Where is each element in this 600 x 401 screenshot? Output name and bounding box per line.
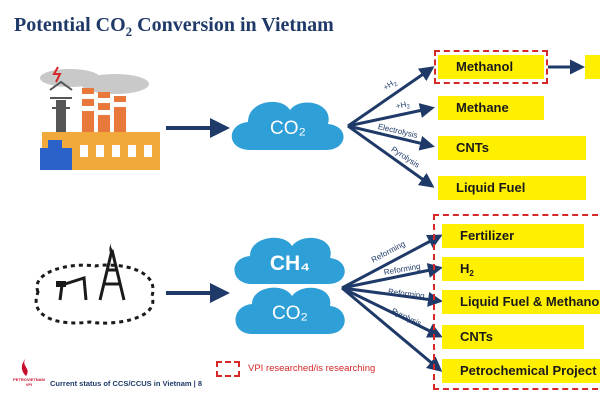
page-title: Potential CO2 Conversion in Vietnam (14, 14, 334, 39)
legend-swatch (216, 361, 240, 377)
co2-cloud-top (231, 101, 344, 150)
bottom-route-arrows (341, 234, 443, 372)
product-box-next (585, 55, 600, 79)
co2-cloud-bottom (235, 287, 345, 334)
product-box-petrochemical: Petrochemical Project (442, 359, 600, 383)
factory-icon (40, 66, 160, 170)
top-route-arrows (347, 59, 585, 188)
oilfield-icon (25, 238, 165, 330)
product-box-fertilizer: Fertilizer (442, 224, 584, 248)
route-label: +H2 (395, 99, 411, 111)
ch4-cloud (234, 237, 345, 284)
footer-text: Current status of CCS/CCUS in Vietnam | … (50, 379, 202, 388)
product-box-cnts: CNTs (438, 136, 586, 160)
researched-marker-group (433, 214, 600, 390)
logo-icon (21, 358, 28, 376)
legend-text: VPI researched/is researching (248, 363, 376, 374)
product-box-liquid-fuel: Liquid Fuel (438, 176, 586, 200)
cloud-co2-bottom-label: CO₂ (272, 303, 308, 324)
product-box-liquid-fuel-methanol: Liquid Fuel & Methanol (442, 290, 600, 314)
cloud-top-label: CO₂ (270, 118, 306, 139)
cloud-ch4-label: CH₄ (269, 252, 311, 275)
product-box-cnts-bottom: CNTs (442, 325, 584, 349)
product-box-methanol: Methanol (438, 55, 544, 79)
researched-marker (434, 50, 548, 84)
product-box-methane: Methane (438, 96, 544, 120)
product-box-h2: H2 (442, 257, 584, 281)
logo-text: PETROVIETNAM VPI (13, 377, 45, 387)
